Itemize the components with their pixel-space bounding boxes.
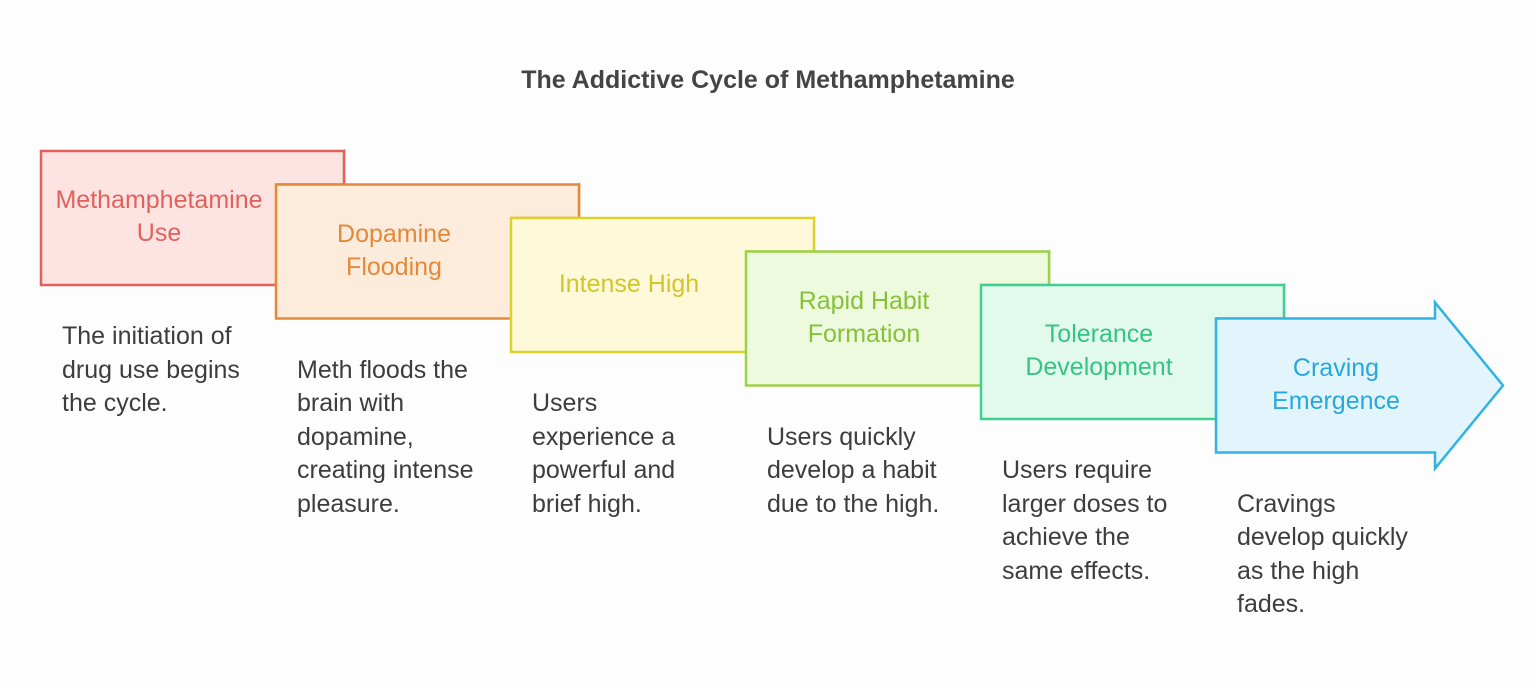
step-description-2: Meth floods the brain with dopamine, cre… bbox=[297, 355, 474, 518]
step-arrow-6 bbox=[1214, 299, 1505, 472]
step-description-5: Users require larger doses to achieve th… bbox=[1002, 456, 1168, 585]
step-description-1: The initiation of drug use begins the cy… bbox=[62, 322, 240, 417]
step-label-5: Tolerance Development bbox=[1025, 320, 1173, 381]
step-description-6: Cravings develop quickly as the high fad… bbox=[1237, 489, 1408, 619]
step-label-3: Intense High bbox=[558, 269, 700, 298]
step-label-4: Rapid Habit Formation bbox=[798, 286, 930, 348]
step-label-2: Dopamine Flooding bbox=[337, 219, 451, 281]
step-label-1: Methamphetamine Use bbox=[55, 186, 263, 247]
step-description-4: Users quickly develop a habit due to the… bbox=[767, 422, 940, 518]
step-label-6: Craving Emergence bbox=[1272, 353, 1400, 415]
step-description-3: Users experience a powerful and brief hi… bbox=[532, 389, 676, 518]
diagram-title: The Addictive Cycle of Methamphetamine bbox=[521, 66, 1015, 94]
